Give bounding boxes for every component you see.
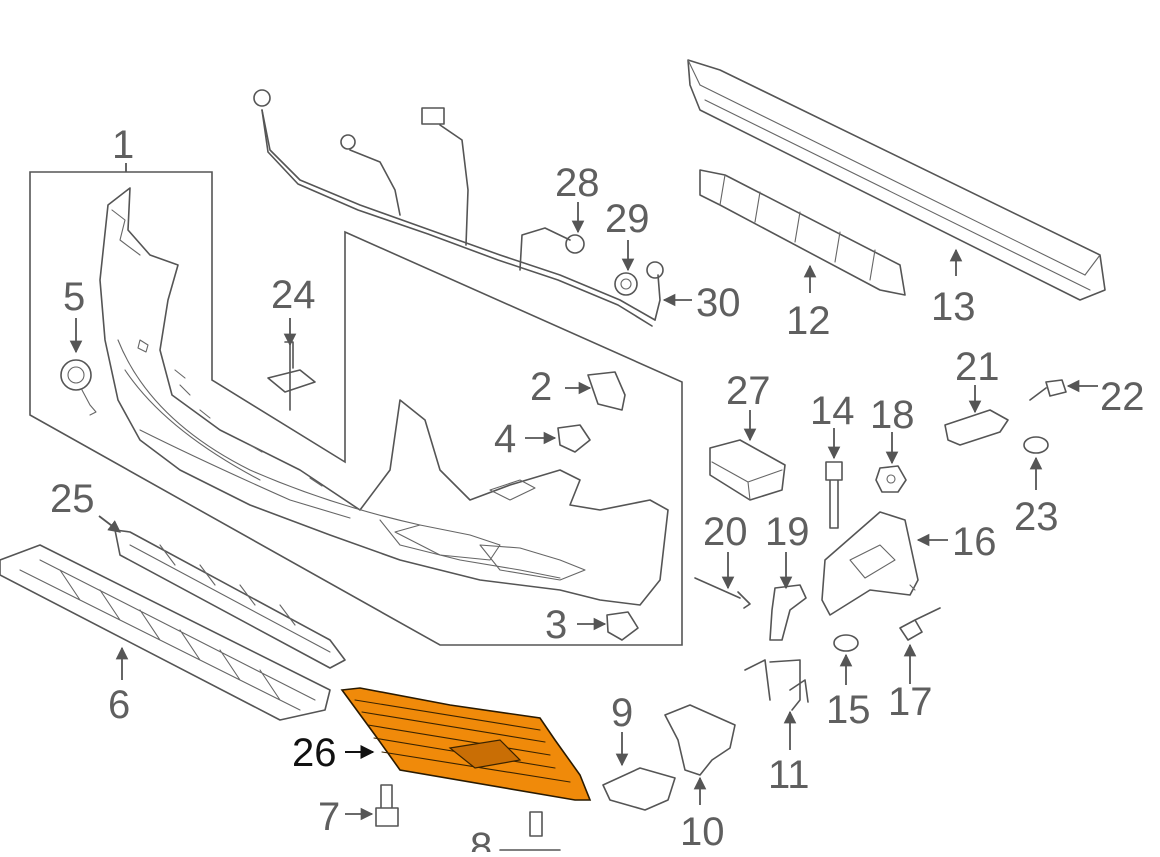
callout-24: 24 <box>271 273 316 317</box>
clip-nut-23[interactable] <box>1023 436 1049 454</box>
fog-lamp-grille-highlighted[interactable] <box>340 687 592 801</box>
callout-8: 8 <box>470 825 492 852</box>
nut-15[interactable] <box>833 634 859 652</box>
bolt-17[interactable] <box>899 607 941 641</box>
callout-15: 15 <box>826 688 871 732</box>
control-module-27[interactable] <box>709 439 786 501</box>
callout-25: 25 <box>50 477 95 521</box>
callout-9: 9 <box>611 691 633 735</box>
callout-18: 18 <box>870 393 915 437</box>
callout-26: 26 <box>292 731 337 775</box>
callout-7: 7 <box>318 795 340 839</box>
callout-22: 22 <box>1100 375 1145 419</box>
bracket-19[interactable] <box>769 584 807 641</box>
callout-10: 10 <box>680 810 725 852</box>
callout-11: 11 <box>768 753 810 797</box>
tow-eye-cap[interactable] <box>60 359 97 416</box>
nut-18[interactable] <box>875 465 907 493</box>
callout-27: 27 <box>726 369 771 413</box>
clip-3[interactable] <box>606 611 639 641</box>
lower-grille-strip[interactable] <box>114 529 346 669</box>
bolt-7[interactable] <box>375 784 399 827</box>
callout-28: 28 <box>555 161 600 205</box>
callout-17: 17 <box>888 680 933 724</box>
mount-bracket-16[interactable] <box>821 511 919 616</box>
clip-2[interactable] <box>587 371 626 411</box>
callout-labels: 1 2 3 4 5 6 7 8 9 10 11 12 13 14 15 16 1… <box>50 123 1145 857</box>
spring-11[interactable] <box>744 659 809 711</box>
callout-2: 2 <box>530 365 552 409</box>
callout-1: 1 <box>112 123 134 167</box>
callout-30: 30 <box>696 281 741 325</box>
bolt-14[interactable] <box>825 461 843 529</box>
sensor-parts[interactable] <box>565 234 664 296</box>
callout-29: 29 <box>605 197 650 241</box>
part-8-stub[interactable] <box>499 811 561 851</box>
callout-14: 14 <box>810 389 855 433</box>
callout-23: 23 <box>1014 495 1059 539</box>
callout-4: 4 <box>494 417 516 461</box>
callout-20: 20 <box>703 510 748 554</box>
bumper-reinforcement[interactable] <box>687 59 1106 301</box>
callout-21: 21 <box>955 345 1000 389</box>
energy-absorber[interactable] <box>699 169 906 296</box>
bumper-assembly-group-box <box>29 171 683 646</box>
screw-22[interactable] <box>1029 379 1067 401</box>
callout-13: 13 <box>931 285 976 329</box>
cover-9[interactable] <box>602 767 676 811</box>
bracket-21[interactable] <box>944 409 1009 446</box>
leader-lines <box>69 163 1098 821</box>
callout-3: 3 <box>545 603 567 647</box>
air-guide[interactable] <box>0 544 331 721</box>
callout-16: 16 <box>952 520 997 564</box>
bracket-10[interactable] <box>664 704 736 776</box>
bumper-cover[interactable] <box>99 187 669 606</box>
part-24-bracket[interactable] <box>267 341 316 411</box>
callout-6: 6 <box>108 683 130 727</box>
callout-5: 5 <box>63 275 85 319</box>
wiring-harness[interactable] <box>253 89 661 327</box>
clip-4[interactable] <box>557 424 591 453</box>
callout-12: 12 <box>786 299 831 343</box>
rivet-20[interactable] <box>694 577 751 609</box>
callout-19: 19 <box>765 510 810 554</box>
